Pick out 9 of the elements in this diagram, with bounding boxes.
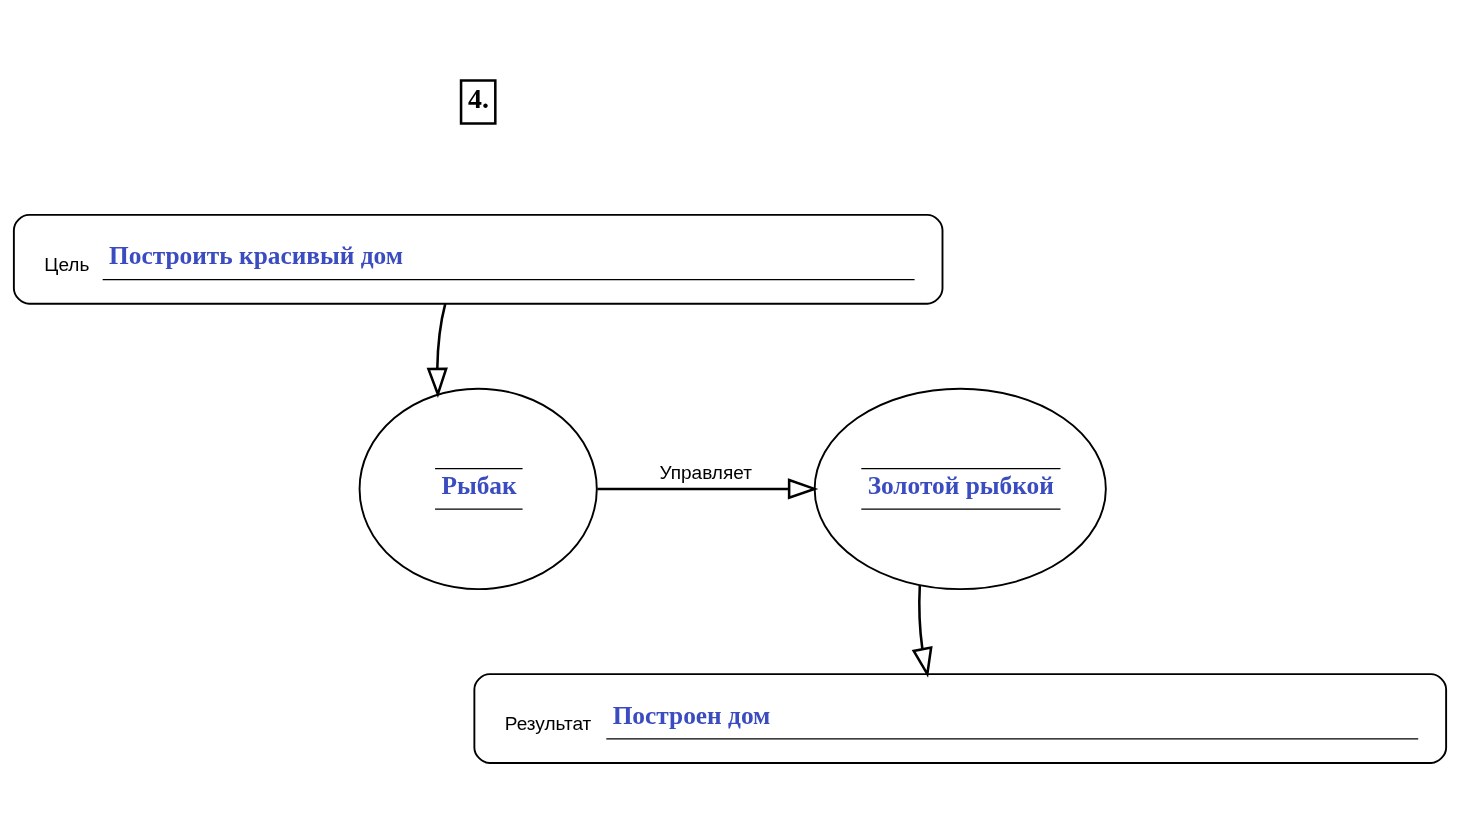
arrow bbox=[597, 477, 819, 500]
node-ellipse: Золотой рыбкой bbox=[813, 387, 1107, 590]
node-box: Цель Построить красивый дом bbox=[12, 213, 944, 305]
edge-label: Управляет bbox=[659, 461, 752, 483]
node-box: Результат Построен дом bbox=[473, 672, 1448, 764]
arrow bbox=[911, 584, 933, 678]
node-ellipse: Рыбак bbox=[358, 387, 598, 590]
arrow bbox=[426, 303, 448, 398]
label: 4. bbox=[468, 82, 489, 114]
